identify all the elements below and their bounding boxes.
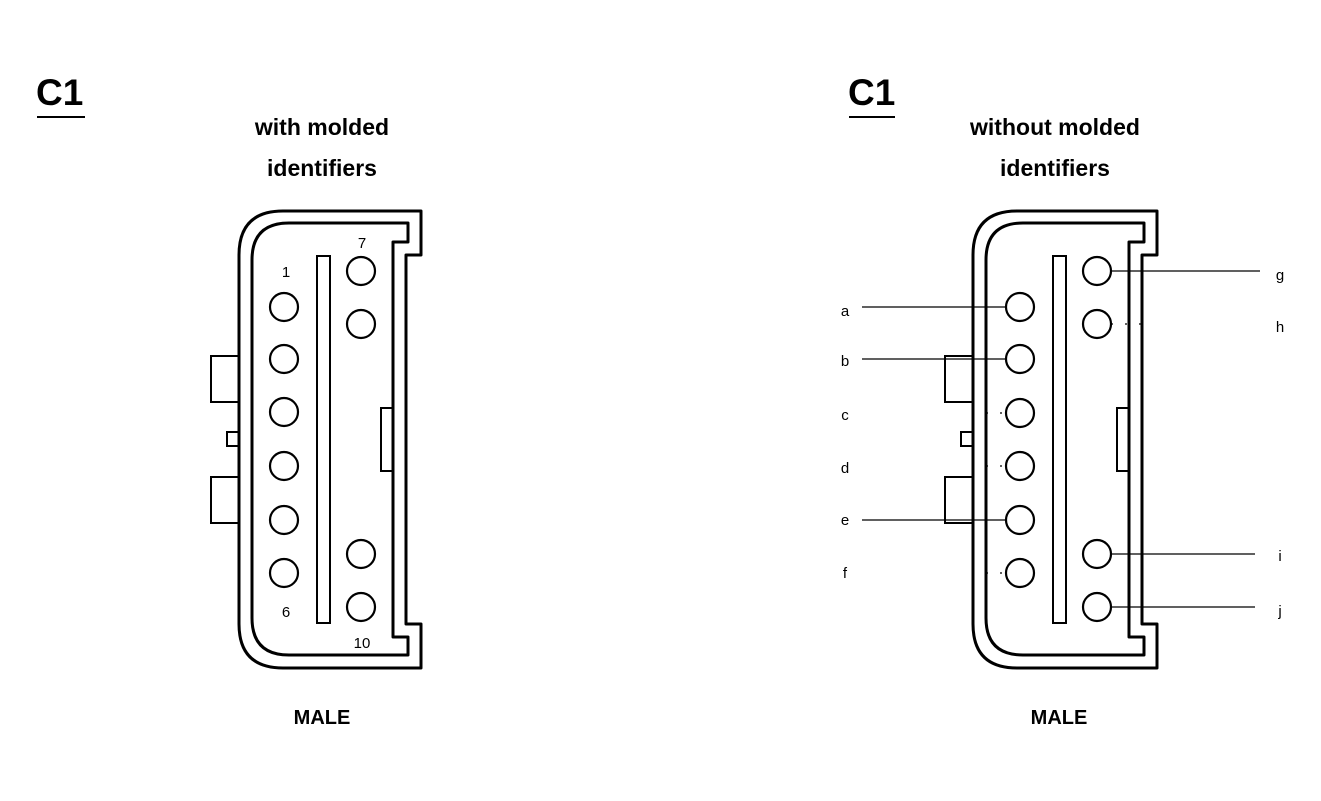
left-connector-id: C1: [36, 72, 83, 113]
callout-a: a: [841, 303, 850, 320]
right-subtitle-line2: identifiers: [1000, 155, 1110, 181]
callout-j: j: [1277, 603, 1281, 620]
left-pin-3: [268, 396, 300, 428]
callout-h: h: [1276, 319, 1284, 336]
right-gender-label: MALE: [1031, 707, 1088, 729]
left-pin-2: [268, 343, 300, 375]
left-connector-panel: C1 with molded identifiers 1 6 7 10: [36, 72, 423, 729]
callout-g: g: [1276, 267, 1284, 284]
left-latch-upper: [210, 355, 240, 403]
left-housing-inner: [250, 221, 410, 657]
left-pin-label-first: 1: [282, 264, 290, 281]
left-pin-9: [345, 538, 377, 570]
right-pin-i: [1081, 538, 1113, 570]
left-housing-outer: [237, 209, 423, 670]
left-pin-label-first-right: 7: [358, 235, 366, 252]
right-pin-h: [1081, 308, 1113, 340]
left-side-rib: [380, 407, 394, 472]
left-pin-4: [268, 450, 300, 482]
right-side-rib: [1116, 407, 1130, 472]
callout-i: i: [1278, 548, 1281, 565]
right-pin-d: [1004, 450, 1036, 482]
left-pin-5: [268, 504, 300, 536]
left-subtitle-line2: identifiers: [267, 155, 377, 181]
left-pin-label-last-left: 6: [282, 604, 290, 621]
left-pin-10: [345, 591, 377, 623]
callout-d: d: [841, 460, 849, 477]
right-pin-c: [1004, 397, 1036, 429]
right-pin-a: [1004, 291, 1036, 323]
left-center-divider: [316, 255, 331, 624]
left-pin-label-last-right: 10: [354, 635, 371, 652]
right-callout-labels: a b c d e f g h i j: [841, 267, 1284, 620]
right-connector-id: C1: [848, 72, 895, 113]
left-latch-lower: [210, 476, 240, 524]
left-pin-7: [345, 255, 377, 287]
right-subtitle-line1: without molded: [969, 114, 1140, 140]
left-subtitle-line1: with molded: [254, 114, 389, 140]
right-housing-inner: [984, 221, 1146, 657]
left-key-tab: [226, 431, 240, 447]
callout-e: e: [841, 512, 849, 529]
left-gender-label: MALE: [294, 707, 351, 729]
right-connector-panel: C1 without molded identifiers: [841, 72, 1284, 729]
left-pin-1: [268, 291, 300, 323]
right-key-tab: [960, 431, 974, 447]
right-pin-f: [1004, 557, 1036, 589]
left-pin-6: [268, 557, 300, 589]
left-connector-body: 1 6 7 10: [210, 209, 423, 670]
right-pin-b: [1004, 343, 1036, 375]
right-callout-leaders: [862, 270, 1260, 608]
right-center-divider: [1052, 255, 1067, 624]
right-pin-e: [1004, 504, 1036, 536]
right-pin-g: [1081, 255, 1113, 287]
right-housing-outer: [971, 209, 1159, 670]
callout-f: f: [843, 565, 848, 582]
right-latch-lower: [944, 476, 974, 524]
right-connector-body: [944, 209, 1159, 670]
right-latch-upper: [944, 355, 974, 403]
callout-b: b: [841, 353, 849, 370]
right-pin-j: [1081, 591, 1113, 623]
left-pin-8: [345, 308, 377, 340]
callout-c: c: [841, 407, 849, 424]
